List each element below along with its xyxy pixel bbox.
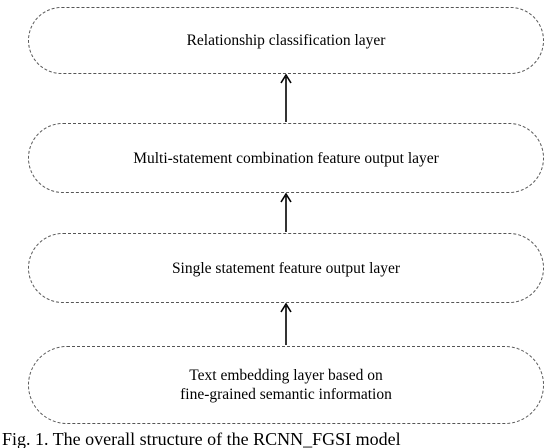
up-arrow bbox=[280, 193, 292, 233]
layer-label: Single statement feature output layer bbox=[171, 259, 401, 277]
relationship-classification-layer-box: Relationship classification layer bbox=[28, 7, 544, 74]
figure-caption: Fig. 1. The overall structure of the RCN… bbox=[2, 429, 401, 448]
up-arrow bbox=[280, 74, 292, 123]
multi-statement-feature-layer-box: Multi-statement combination feature outp… bbox=[28, 123, 544, 193]
layer-label: Relationship classification layer bbox=[186, 32, 386, 49]
text-embedding-layer-box: Text embedding layer based on fine-grain… bbox=[28, 346, 544, 424]
up-arrow bbox=[280, 303, 292, 346]
layer-label: Text embedding layer based on fine-grain… bbox=[180, 367, 392, 403]
layer-label: Multi-statement combination feature outp… bbox=[133, 149, 439, 167]
single-statement-feature-layer-box: Single statement feature output layer bbox=[28, 233, 544, 303]
